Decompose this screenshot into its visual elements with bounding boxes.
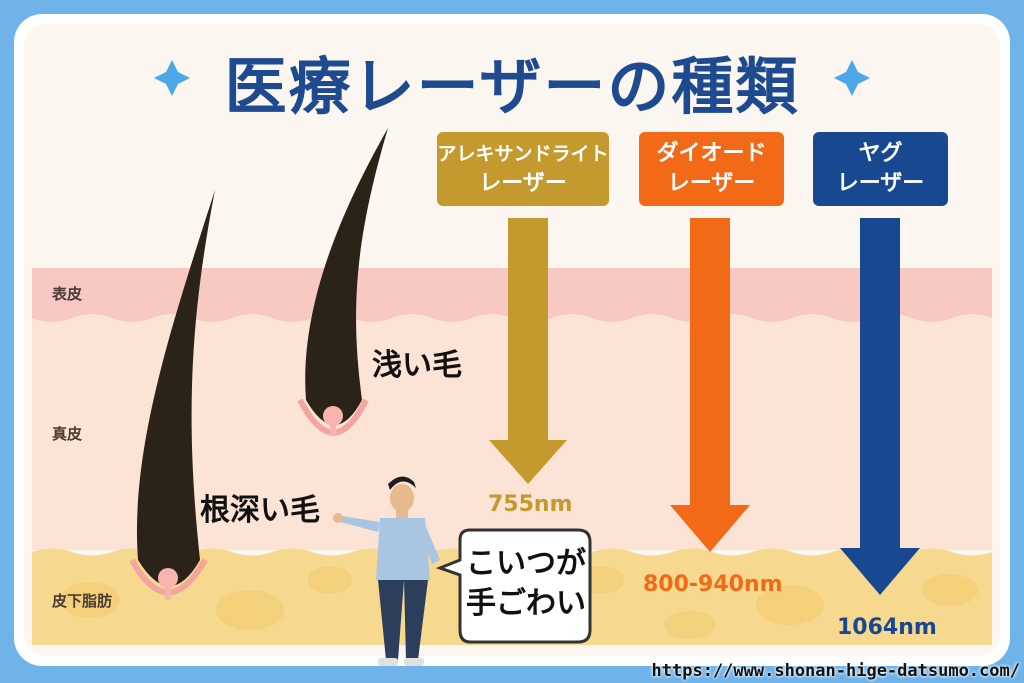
- laser-name-line1: アレキサンドライト: [437, 143, 609, 165]
- laser-label-yag: ヤグ レーザー: [813, 132, 948, 206]
- sparkle-icon: [834, 60, 870, 96]
- speech-bubble: [435, 528, 592, 644]
- laser-name-line2: レーザー: [836, 171, 925, 196]
- laser-name-line1: ヤグ: [858, 141, 903, 166]
- speech-line2: 手ごわい: [466, 586, 586, 621]
- deep-hair-shaft: [136, 190, 215, 586]
- arrow-diode: [670, 218, 750, 552]
- laser-name-line2: レーザー: [479, 171, 567, 196]
- laser-name-line1: ダイオード: [656, 141, 767, 166]
- sparkle-icon: [154, 60, 190, 96]
- shallow-hair-label: 浅い毛: [372, 348, 462, 383]
- laser-label-alexandrite: アレキサンドライト レーザー: [437, 132, 609, 206]
- page-title: 医療レーザーの種類: [224, 50, 800, 123]
- deep-hair-bulb: [158, 568, 178, 588]
- man-figure: [333, 476, 440, 666]
- shallow-hair-shaft: [305, 128, 388, 425]
- arrow-alexandrite: [489, 218, 567, 484]
- source-url: https://www.shonan-hige-datsumo.com/: [651, 661, 1020, 681]
- arrow-yag: [840, 218, 920, 595]
- shallow-hair-bulb: [323, 406, 343, 426]
- wavelength-alexandrite: 755nm: [488, 492, 573, 517]
- wavelength-yag: 1064nm: [837, 615, 937, 640]
- wavelength-diode: 800-940nm: [643, 572, 783, 597]
- layer-label-subcutaneous: 皮下脂肪: [52, 592, 113, 610]
- layer-label-epidermis: 表皮: [52, 285, 83, 303]
- laser-label-diode: ダイオード レーザー: [639, 132, 784, 206]
- speech-text: こいつが 手ごわい: [466, 544, 586, 624]
- deep-hair-label: 根深い毛: [200, 493, 320, 528]
- layer-label-dermis: 真皮: [52, 425, 83, 443]
- speech-line1: こいつが: [466, 546, 586, 581]
- laser-name-line2: レーザー: [667, 171, 756, 196]
